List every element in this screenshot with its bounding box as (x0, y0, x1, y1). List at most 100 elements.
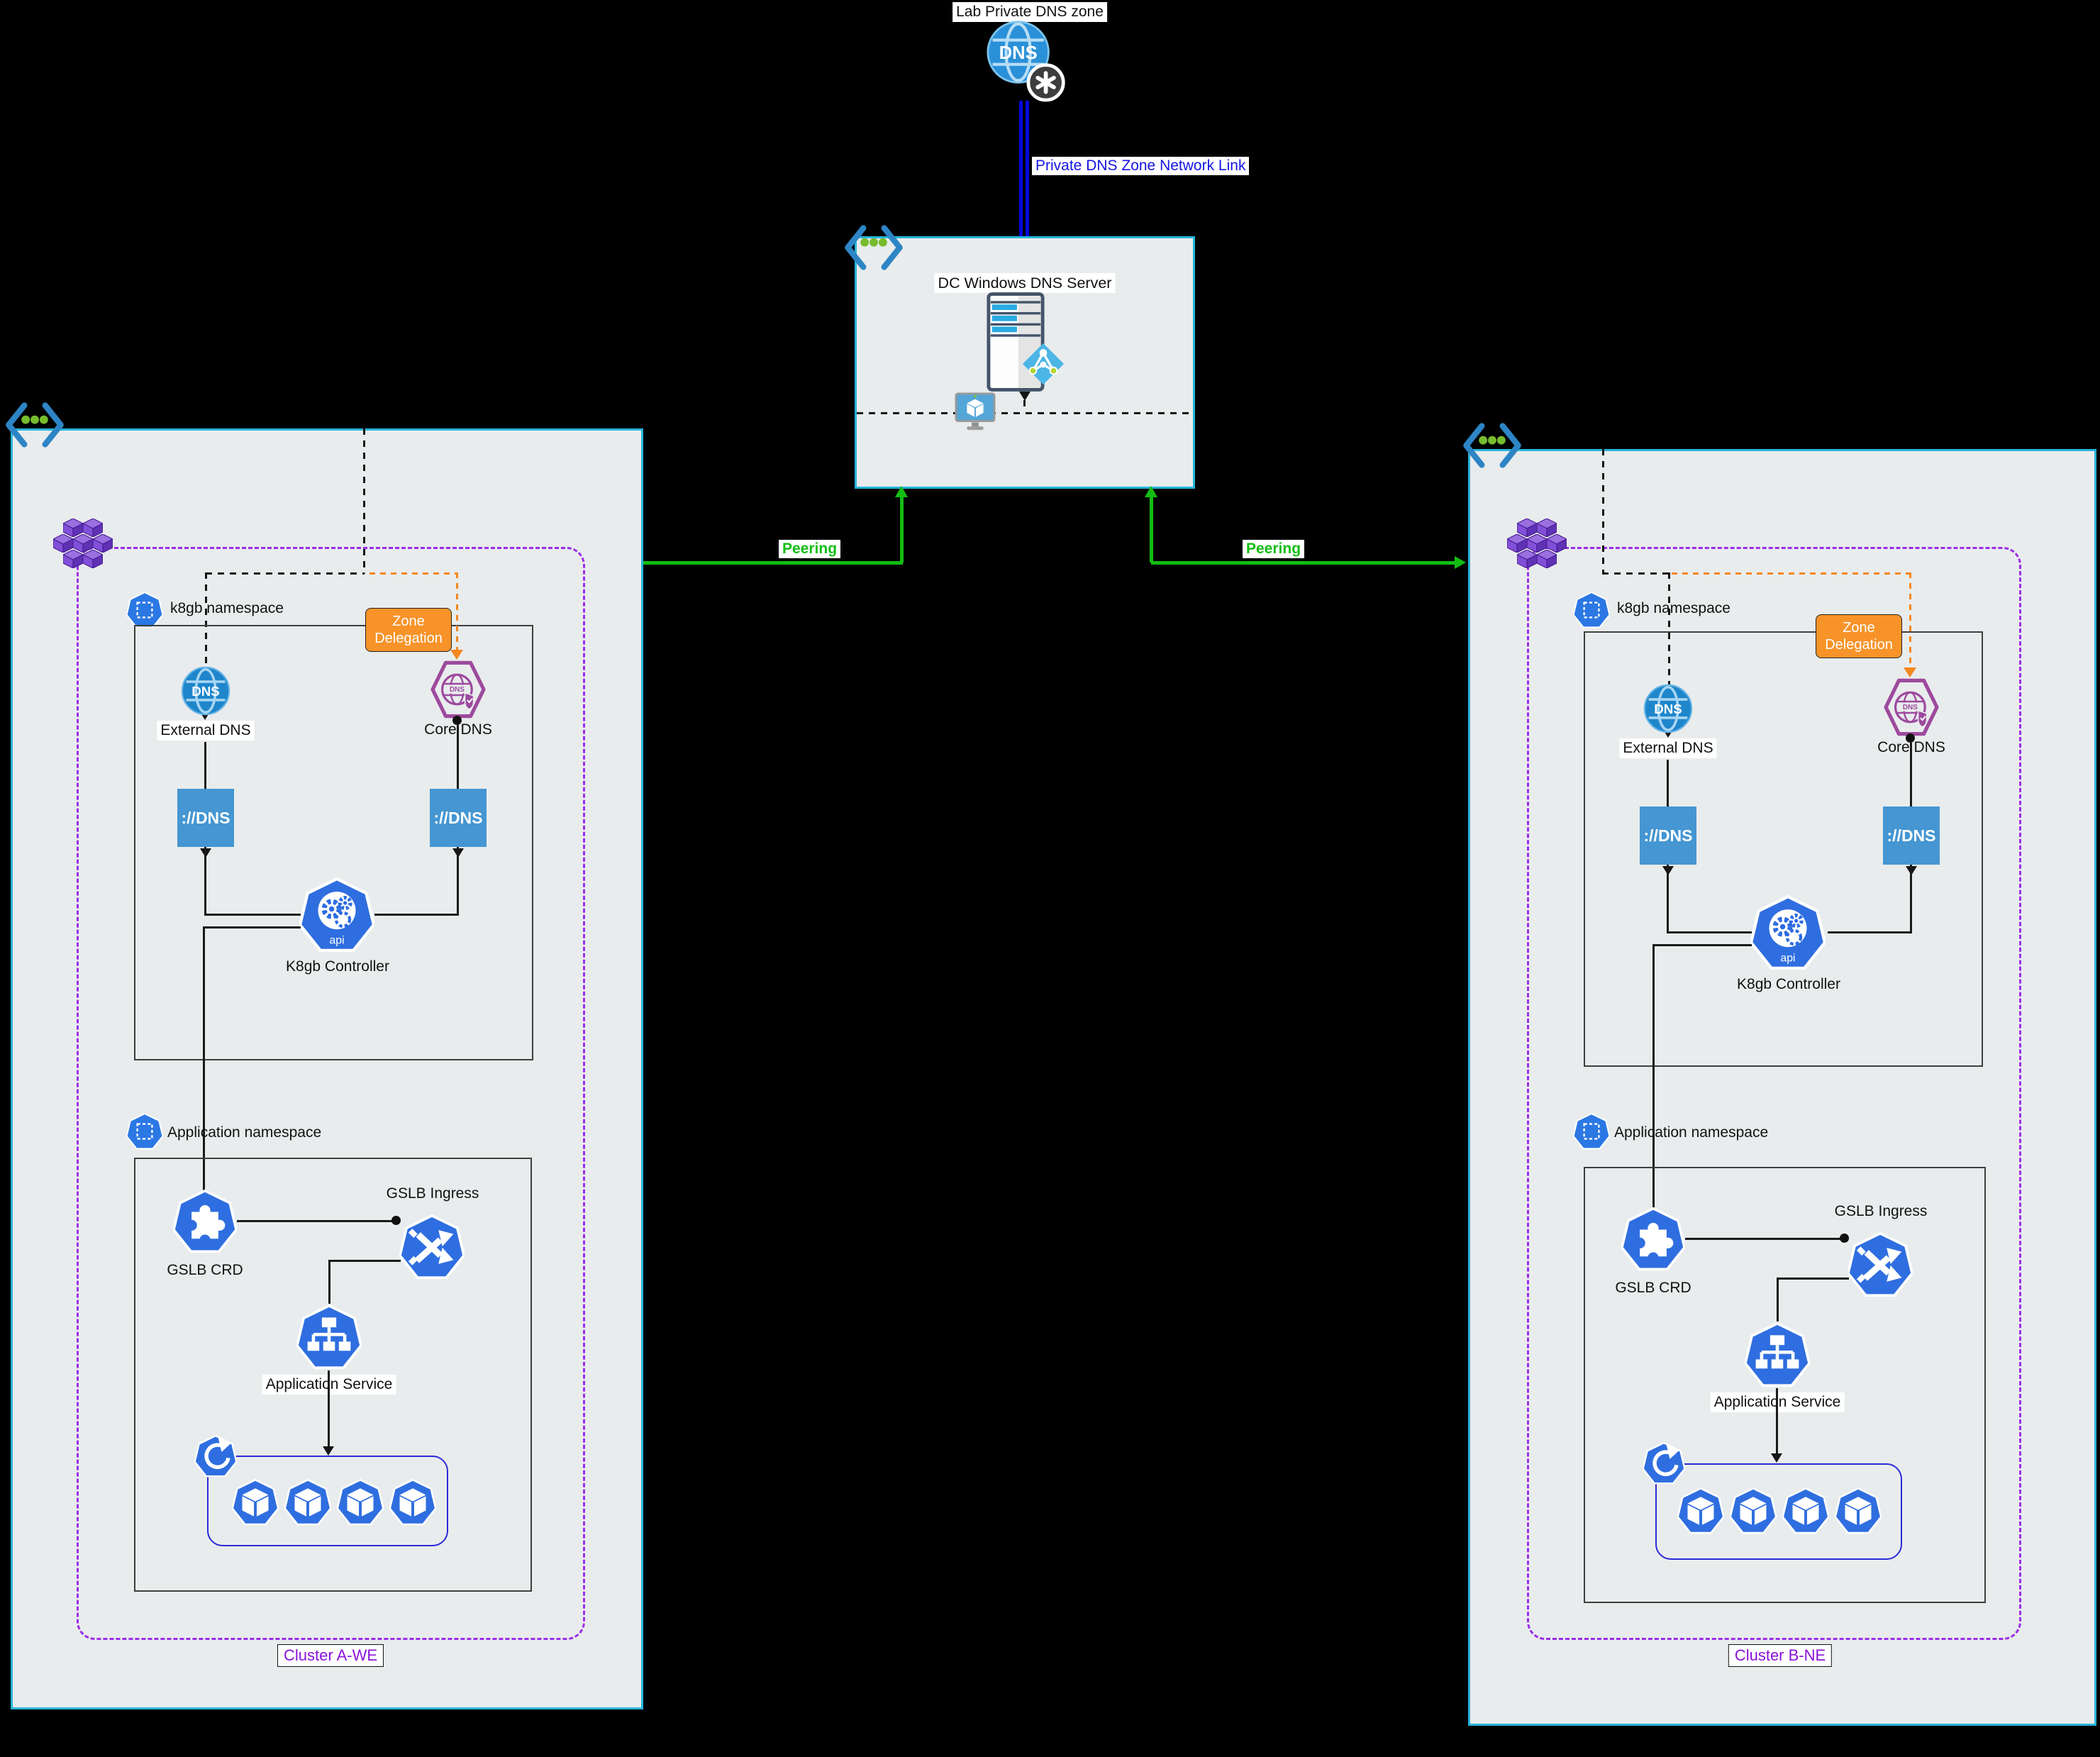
dns-sdk-label: ://DNS (1643, 826, 1693, 845)
app-service-icon (1745, 1321, 1810, 1388)
zone-delegation-text: Delegation (1825, 637, 1893, 653)
zone-delegation-badge: Zone Delegation (1816, 614, 1902, 658)
connector-segment (1668, 572, 1670, 731)
dc-dns-server-title: DC Windows DNS Server (934, 273, 1116, 293)
gslb-crd-icon (1621, 1207, 1685, 1272)
connector-segment (1602, 572, 1670, 575)
connector-segment (206, 572, 365, 575)
namespace-icon (1573, 592, 1610, 628)
connector-segment (1685, 1238, 1844, 1240)
pod-icon (1730, 1487, 1777, 1534)
gslb-ingress-label: GSLB Ingress (1834, 1203, 1928, 1219)
peering-line (642, 561, 903, 565)
connector-segment (204, 742, 206, 789)
pods-group-box (1655, 1463, 1902, 1560)
connector-segment (205, 572, 207, 713)
peering-line (1150, 493, 1153, 562)
connector-segment (457, 725, 459, 789)
cluster-b-label: Cluster B-NE (1728, 1644, 1833, 1667)
zone-delegation-arrow (450, 650, 463, 660)
connector-segment (204, 847, 206, 916)
external-dns-label: External DNS (1619, 738, 1717, 758)
deployment-icon (1643, 1442, 1685, 1485)
app-namespace-label: Application namespace (1614, 1124, 1769, 1141)
connector-segment (1910, 865, 1912, 933)
connector-arrow (1019, 392, 1030, 401)
namespace-icon (126, 592, 163, 628)
external-dns-label: External DNS (157, 721, 255, 741)
app-namespace-box (134, 1158, 532, 1592)
k8gb-controller-icon (299, 877, 374, 953)
peering-arrow-up (1145, 486, 1157, 497)
connector-segment (1667, 865, 1669, 933)
connector-dot (1840, 1234, 1849, 1243)
zone-delegation-line (456, 572, 458, 650)
zone-delegation-line (1672, 572, 1911, 575)
connector-segment (204, 914, 301, 916)
k8gb-controller-icon (1750, 894, 1826, 971)
gslb-crd-label: GSLB CRD (1615, 1280, 1691, 1296)
aks-boundary (77, 547, 585, 1640)
virtual-machine-icon (955, 392, 996, 432)
private-dns-zone-label: Lab Private DNS zone (952, 2, 1107, 22)
network-link-line (1019, 101, 1023, 237)
pod-icon (337, 1479, 384, 1526)
connector-arrow (323, 1446, 334, 1456)
zone-delegation-line (370, 572, 457, 575)
virtual-network-icon (1460, 422, 1525, 469)
dns-sdk-label: ://DNS (181, 808, 230, 827)
aks-boundary (1527, 547, 2021, 1640)
external-dns-icon (1643, 682, 1694, 735)
k8gb-controller-label: K8gb Controller (286, 958, 389, 975)
pod-icon (284, 1479, 331, 1526)
zone-delegation-text: Zone (1843, 620, 1875, 636)
k8gb-controller-label: K8gb Controller (1737, 976, 1840, 992)
connector-segment (203, 926, 205, 1190)
peering-line (1151, 561, 1456, 565)
virtual-network-icon (2, 401, 67, 448)
connector-segment (363, 428, 365, 574)
connector-segment (1777, 1277, 1779, 1321)
connector-segment (457, 847, 459, 916)
pod-icon (1782, 1487, 1829, 1534)
connector-segment (1023, 400, 1026, 412)
aks-icon (52, 519, 113, 575)
connector-segment (1776, 1388, 1778, 1454)
peering-label-right: Peering (1243, 540, 1305, 558)
connector-segment (1652, 944, 1752, 946)
app-namespace-label: Application namespace (167, 1124, 322, 1141)
core-dns-icon (430, 660, 487, 719)
peering-line (900, 493, 904, 562)
peering-arrow-right (1455, 556, 1466, 569)
external-dns-icon (180, 665, 231, 717)
aks-icon (1506, 519, 1567, 575)
app-namespace-box (1584, 1167, 1986, 1603)
k8gb-namespace-box (134, 625, 533, 1060)
connector-segment (1667, 931, 1752, 933)
connector-segment (1777, 1277, 1849, 1280)
connector-segment (1652, 944, 1655, 1208)
k8gb-namespace-box (1584, 631, 1983, 1067)
zone-delegation-line (1909, 572, 1911, 668)
private-dns-zone-icon (987, 18, 1067, 102)
pod-icon (1835, 1487, 1882, 1534)
pods-group-box (207, 1456, 448, 1546)
app-service-icon (296, 1304, 362, 1370)
connector-segment (374, 914, 458, 916)
pod-icon (232, 1479, 279, 1526)
dc-inner-dashed-line (857, 412, 1193, 414)
k8gb-namespace-label: k8gb namespace (170, 600, 284, 616)
connector-dot (391, 1216, 401, 1225)
connector-segment (328, 1260, 330, 1304)
connector-dot (452, 716, 462, 725)
peering-arrow-up (895, 486, 908, 497)
deployment-icon (194, 1435, 237, 1478)
active-directory-icon (1021, 342, 1065, 386)
cluster-a-label: Cluster A-WE (277, 1644, 384, 1667)
zone-delegation-text: Zone (392, 614, 425, 629)
zone-delegation-arrow (1904, 667, 1916, 677)
gslb-crd-icon (173, 1189, 237, 1254)
virtual-network-icon (841, 224, 906, 271)
core-dns-sdk-box: ://DNS (430, 789, 487, 847)
